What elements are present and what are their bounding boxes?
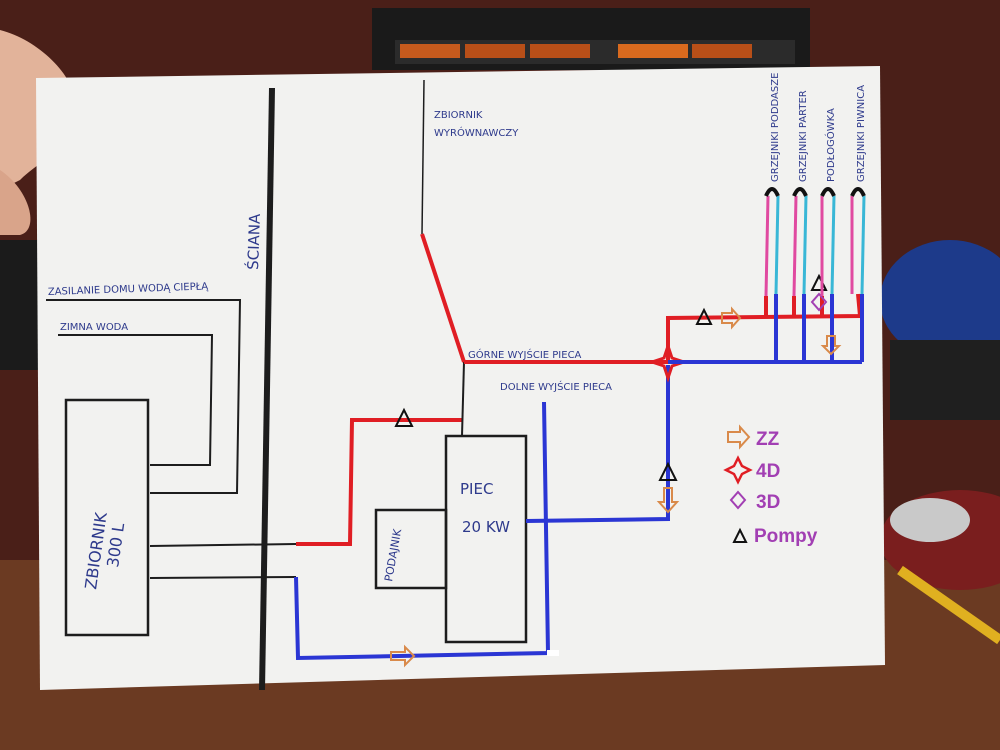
four-way-valve-icon	[647, 341, 689, 383]
mouse	[880, 490, 1000, 590]
zz-valve-icon	[721, 306, 742, 330]
three-way-valve-icon	[810, 292, 828, 312]
pump-icon	[394, 407, 414, 427]
label-zimna-woda: ZIMNA WODA	[60, 322, 128, 333]
hot-supply-line	[46, 299, 242, 494]
legend-label-3d: 3D	[756, 492, 780, 513]
legend: ZZ 4D 3D Pompy	[723, 424, 818, 547]
label-circuit-parter: GRZEJNIKI PARTER	[798, 90, 809, 182]
pen	[897, 565, 1000, 645]
legend-label-pompy: Pompy	[754, 526, 818, 547]
zz-valve-icon	[656, 487, 680, 514]
paper-sheet	[36, 66, 885, 690]
label-zbiornik-wyrownawczy-a: ZBIORNIK	[434, 110, 483, 121]
speaker	[880, 240, 1000, 420]
zz-valve-icon	[820, 335, 842, 356]
label-piec: PIEC	[460, 480, 493, 498]
pump-icon	[658, 461, 678, 481]
triangle-outline-icon	[732, 527, 748, 543]
label-circuit-podlogowka: PODŁOGÓWKA	[824, 108, 837, 182]
cold-pipe-return	[294, 401, 551, 661]
four-point-star-icon	[723, 455, 753, 485]
expansion-pipe	[420, 233, 466, 363]
wall-line	[259, 87, 275, 691]
zz-valve-icon	[390, 644, 416, 668]
keyboard	[0, 240, 40, 370]
laptop	[372, 8, 810, 70]
label-circuit-piwnica: GRZEJNIKI PIWNICA	[856, 85, 867, 182]
label-circuit-poddasze: GRZEJNIKI PODDASZE	[770, 73, 781, 182]
diamond-outline-icon	[729, 490, 747, 510]
feeder	[374, 508, 448, 590]
heating-circuits	[764, 187, 866, 297]
label-gorne-wyjscie: GÓRNE WYJŚCIE PIECA	[468, 348, 582, 361]
pump-icon	[695, 307, 713, 325]
arrow-outline-icon	[727, 424, 751, 450]
legend-label-zz: ZZ	[756, 429, 780, 450]
tank-300	[64, 398, 150, 637]
label-zbiornik-wyrownawczy-b: WYRÓWNAWCZY	[434, 126, 519, 139]
legend-label-4d: 4D	[756, 461, 780, 482]
label-piec-power: 20 KW	[462, 518, 510, 536]
lower-outlet-pipe	[525, 365, 670, 523]
label-sciana: ŚCIANA	[243, 213, 264, 271]
hot-pipe-tank	[296, 418, 462, 546]
label-dolne-wyjscie: DOLNE WYJŚCIE PIECA	[500, 380, 612, 393]
cold-supply-line	[58, 334, 214, 466]
